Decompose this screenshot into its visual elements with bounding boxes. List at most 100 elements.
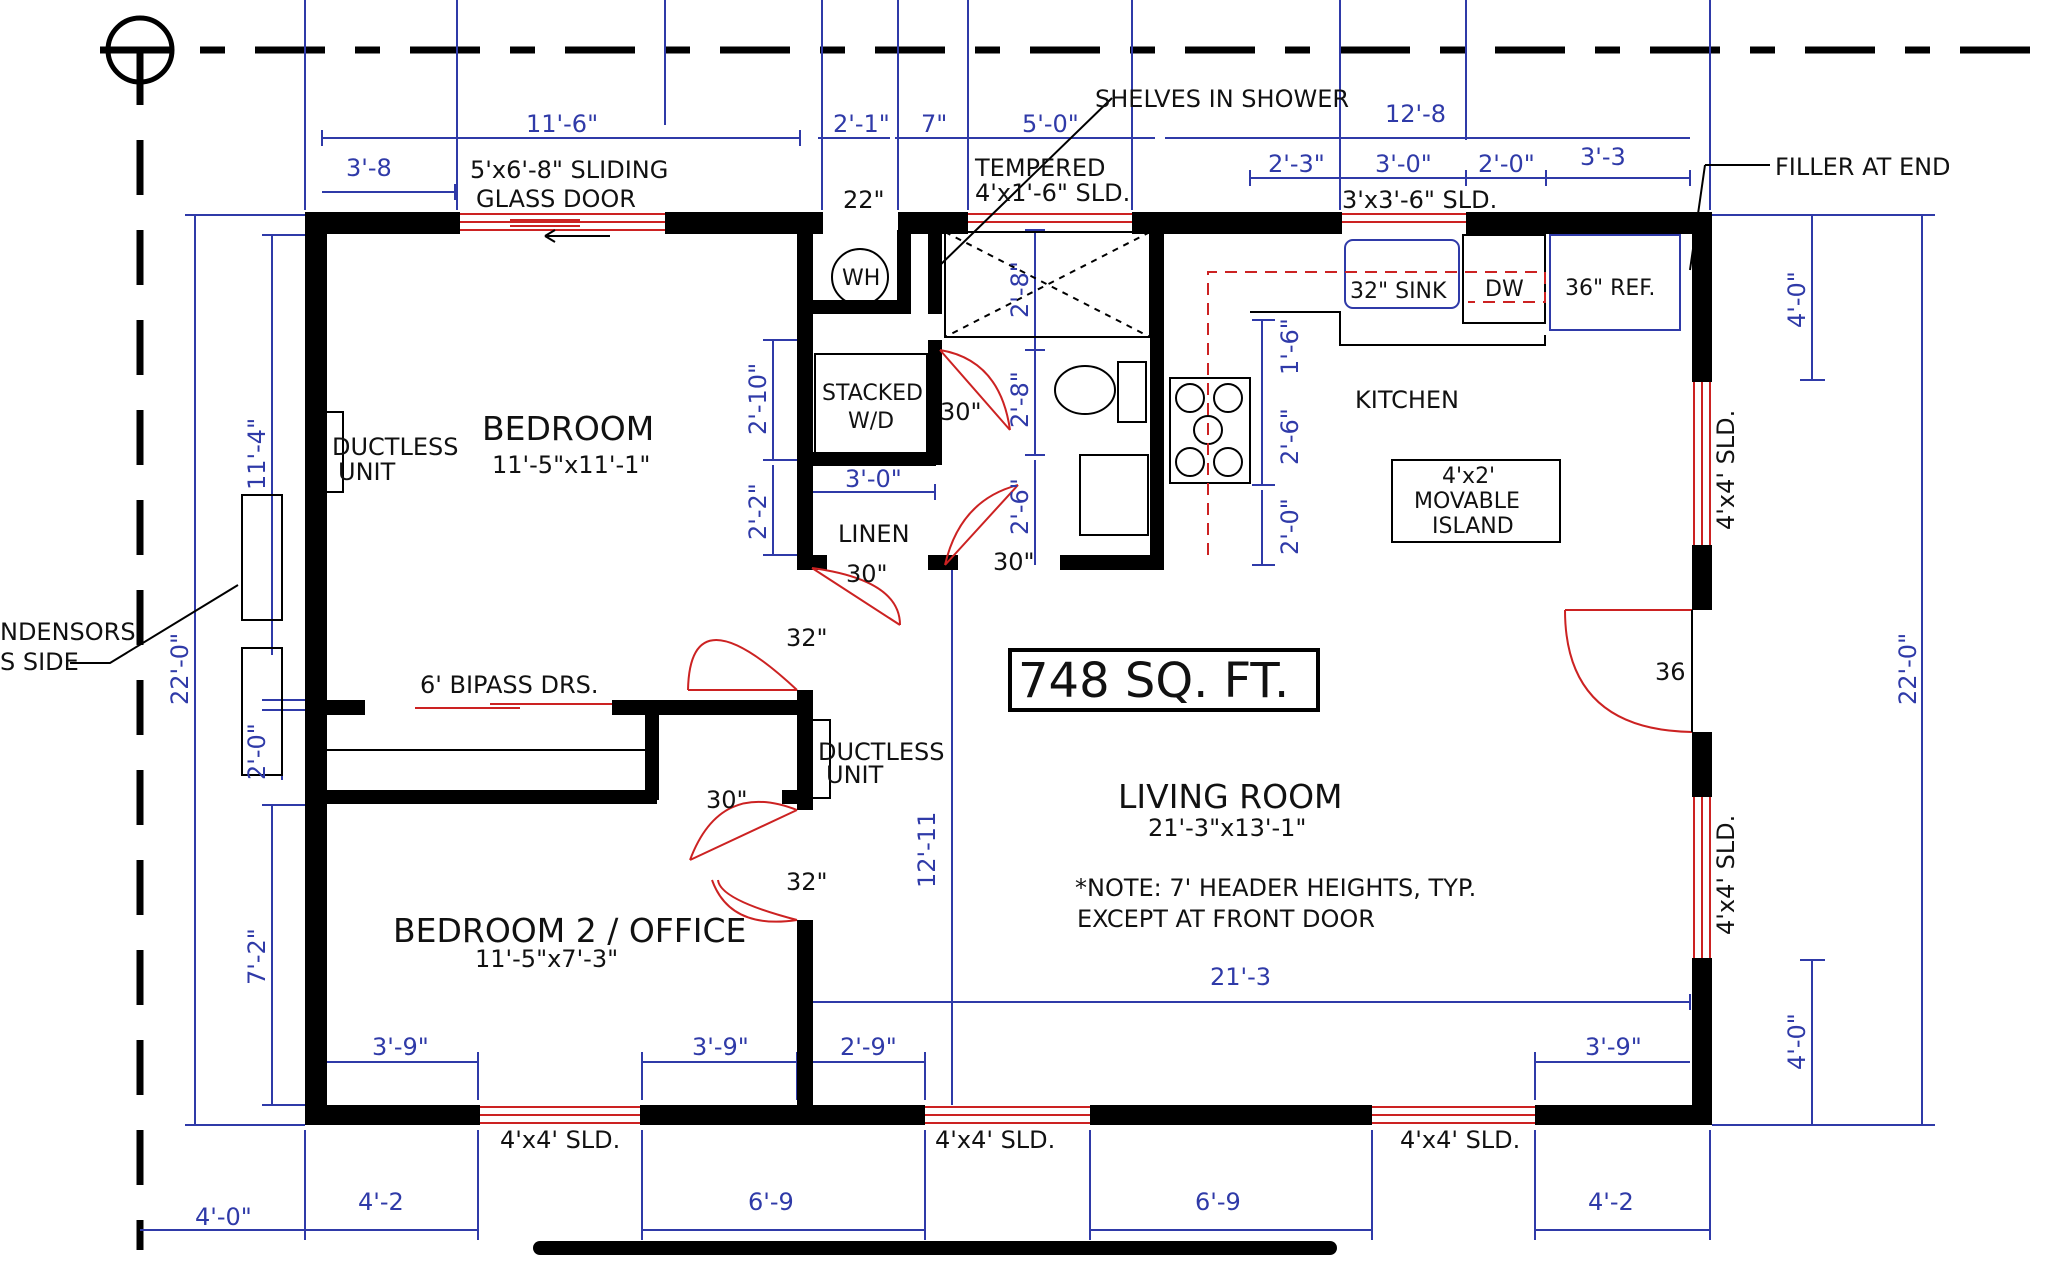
bipass-label: 6' BIPASS DRS.	[420, 671, 599, 699]
dim-left-2-0: 2'-0"	[243, 723, 271, 780]
island	[1391, 459, 1561, 543]
dim-left-11-4: 11'-4"	[243, 418, 271, 490]
ductless-unit-1	[324, 411, 344, 493]
door-32-bed2: 32"	[786, 868, 828, 896]
dim-top-3-8: 3'-8	[346, 154, 392, 182]
exterior-walls	[305, 212, 1712, 1125]
door-32-bed: 32"	[786, 624, 828, 652]
door-30-closet: 30"	[706, 786, 748, 814]
ductless-2-label-a: DUCTLESS	[818, 738, 944, 766]
condensors-label-1: NDENSORS	[0, 618, 136, 646]
dim-top-12-8: 12'-8	[1385, 100, 1446, 128]
window-right-2: 4'x4' SLD.	[1712, 815, 1740, 935]
condensor-2	[241, 647, 283, 776]
door-labels: 22" 30" 30" 30" 32" 30" 32" 36	[706, 186, 1686, 896]
dim-living-21-3: 21'-3	[1210, 963, 1271, 991]
island-label-1: 4'x2'	[1442, 464, 1495, 489]
condensors-label-2: S SIDE	[0, 648, 79, 676]
door-36: 36	[1655, 658, 1686, 686]
interior-walls	[327, 230, 1164, 1120]
dim-bot-4-2-b: 4'-2	[1588, 1188, 1634, 1216]
sliding-door-label-1: 5'x6'-8" SLIDING	[470, 156, 668, 184]
dim-top-3-3: 3'-3	[1580, 143, 1626, 171]
room-labels: BEDROOM 11'-5"x11'-1" BEDROOM 2 / OFFICE…	[393, 386, 1459, 973]
shower	[944, 231, 1151, 338]
ref-label: 36" REF.	[1565, 276, 1655, 301]
kitchen-window-label: 3'x3'-6" SLD.	[1342, 186, 1497, 214]
island-label-3: ISLAND	[1432, 514, 1514, 539]
dim-top-5-0: 5'-0"	[1022, 110, 1079, 138]
condensor-1	[241, 494, 283, 621]
tempered-label-2: 4'x1'-6" SLD.	[975, 179, 1130, 207]
stacked-label-2: W/D	[848, 409, 894, 434]
dim-bot-4-0: 4'-0"	[195, 1203, 252, 1231]
annotations: 5'x6'-8" SLIDING GLASS DOOR SHELVES IN S…	[0, 85, 1951, 1154]
range	[1169, 377, 1251, 484]
dim-bot-6-9-a: 6'-9	[748, 1188, 794, 1216]
stacked-wd	[814, 353, 928, 455]
dim-shower-2-8: 2'-8"	[1006, 261, 1034, 318]
shelves-label: SHELVES IN SHOWER	[1095, 85, 1349, 113]
dim-top-11-6: 11'-6"	[526, 110, 598, 138]
ductless-1-label-a: DUCTLESS	[332, 433, 458, 461]
door-30-bath: 30"	[993, 548, 1035, 576]
dim-int-3-9-b: 3'-9"	[692, 1033, 749, 1061]
dim-top-7: 7"	[921, 110, 947, 138]
vanity	[1079, 454, 1149, 536]
dim-bath-2-8: 2'-8"	[1006, 371, 1034, 428]
island-label-2: MOVABLE	[1414, 489, 1520, 514]
window-bottom-2: 4'x4' SLD.	[935, 1126, 1055, 1154]
water-heater	[831, 248, 889, 306]
ductless-2-label-b: UNIT	[826, 761, 884, 789]
dim-left-7-2: 7'-2"	[243, 928, 271, 985]
dim-int-2-9: 2'-9"	[840, 1033, 897, 1061]
ductless-unit-2	[811, 719, 831, 799]
door-swings	[687, 349, 1693, 923]
dim-bath-2-6: 2'-6"	[1006, 478, 1034, 535]
sliding-door-label-2: GLASS DOOR	[476, 185, 636, 213]
window-bottom-3: 4'x4' SLD.	[1400, 1126, 1520, 1154]
dim-bot-4-2-a: 4'-2	[358, 1188, 404, 1216]
dim-k-2-0: 2'-0"	[1276, 498, 1304, 555]
dim-wd-2-2: 2'-2"	[744, 483, 772, 540]
dim-right-4-0-top: 4'-0"	[1783, 271, 1811, 328]
dim-bot-6-9-b: 6'-9	[1195, 1188, 1241, 1216]
toilet	[1054, 365, 1116, 415]
kitchen-name: KITCHEN	[1355, 386, 1459, 414]
stacked-label-1: STACKED	[822, 381, 923, 406]
sink	[1344, 239, 1460, 309]
bedroom2-name: BEDROOM 2 / OFFICE	[393, 911, 746, 950]
dim-hall-12-11: 12'-11	[913, 812, 941, 888]
bedroom-name: BEDROOM	[482, 409, 654, 448]
dim-top-3-0: 3'-0"	[1375, 150, 1432, 178]
note-line-2: EXCEPT AT FRONT DOOR	[1077, 905, 1375, 933]
wh-label: WH	[842, 266, 880, 291]
dim-right-22-0: 22'-0"	[1894, 633, 1922, 705]
dim-wd-3-0: 3'-0"	[845, 465, 902, 493]
window-bottom-1: 4'x4' SLD.	[500, 1126, 620, 1154]
linen-name: LINEN	[838, 520, 910, 548]
property-lines	[100, 15, 2030, 1255]
dim-wd-2-10: 2'-10"	[744, 363, 772, 435]
dim-left-22-0: 22'-0"	[166, 633, 194, 705]
sink-label: 32" SINK	[1350, 279, 1447, 304]
dim-int-3-9-a: 3'-9"	[372, 1033, 429, 1061]
door-30-linen: 30"	[846, 560, 888, 588]
dim-top-2-0: 2'-0"	[1478, 150, 1535, 178]
ductless-1-label-b: UNIT	[338, 458, 396, 486]
fixtures	[70, 97, 1770, 799]
dim-right-4-0-bot: 4'-0"	[1783, 1013, 1811, 1070]
door-22: 22"	[843, 186, 885, 214]
dim-top-2-1: 2'-1"	[833, 110, 890, 138]
filler-label: FILLER AT END	[1775, 153, 1951, 181]
living-name: LIVING ROOM	[1118, 777, 1343, 816]
area-label: 748 SQ. FT.	[1018, 653, 1289, 709]
dimension-lines	[140, 0, 1935, 1240]
tempered-label-1: TEMPERED	[974, 154, 1106, 182]
dim-k-2-6: 2'-6"	[1276, 408, 1304, 465]
window-right-1: 4'x4' SLD.	[1712, 410, 1740, 530]
dw-label: DW	[1485, 277, 1524, 302]
windows	[415, 213, 1711, 1124]
dimension-labels: 11'-6" 3'-8 2'-1" 7" 5'-0" 12'-8 2'-3" 3…	[166, 100, 1922, 1231]
